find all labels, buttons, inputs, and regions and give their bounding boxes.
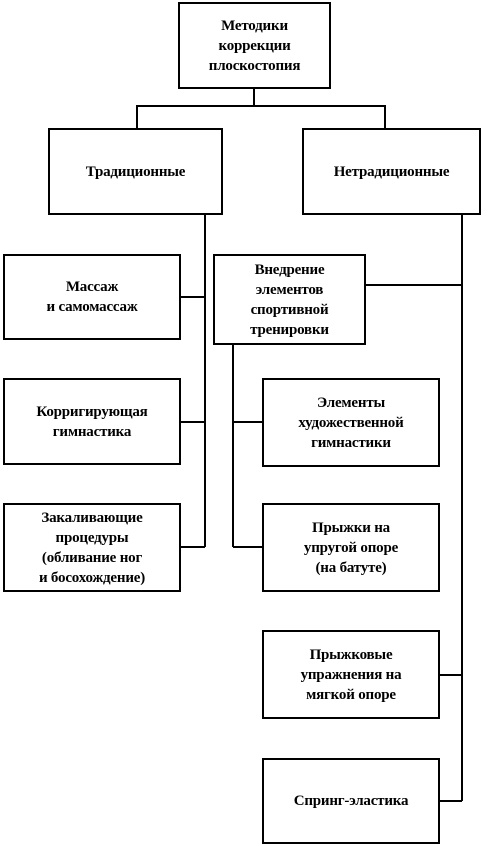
node-traditional: Традиционные — [48, 128, 223, 215]
node-root: Методики коррекции плоскостопия — [178, 2, 331, 89]
node-nontraditional-label: Нетрадиционные — [333, 163, 450, 180]
node-gymnastics: Корригирующая гимнастика — [3, 378, 181, 465]
node-gymnastics-label: Корригирующая гимнастика — [36, 403, 148, 440]
node-artistic-label: Элементы художественной гимнастики — [298, 394, 404, 451]
node-jumps-elastic-label: Прыжки на упругой опоре (на батуте) — [303, 519, 399, 576]
node-hardening-label: Закаливающие процедуры (обливание ног и … — [38, 509, 146, 586]
node-sport: Внедрение элементов спортивной тренировк… — [213, 254, 366, 345]
node-nontraditional: Нетрадиционные — [302, 128, 481, 215]
node-traditional-label: Традиционные — [85, 163, 186, 180]
node-hardening: Закаливающие процедуры (обливание ног и … — [3, 503, 181, 592]
node-spring: Спринг-эластика — [262, 758, 440, 844]
node-jumps-soft: Прыжковые упражнения на мягкой опоре — [262, 630, 440, 719]
node-sport-label: Внедрение элементов спортивной тренировк… — [250, 261, 329, 338]
node-root-label: Методики коррекции плоскостопия — [208, 17, 301, 74]
node-massage-label: Массаж и самомассаж — [46, 279, 138, 315]
node-jumps-elastic: Прыжки на упругой опоре (на батуте) — [262, 503, 440, 592]
node-massage: Массаж и самомассаж — [3, 254, 181, 340]
node-artistic: Элементы художественной гимнастики — [262, 378, 440, 467]
node-spring-label: Спринг-эластика — [293, 793, 409, 809]
node-jumps-soft-label: Прыжковые упражнения на мягкой опоре — [300, 646, 402, 703]
